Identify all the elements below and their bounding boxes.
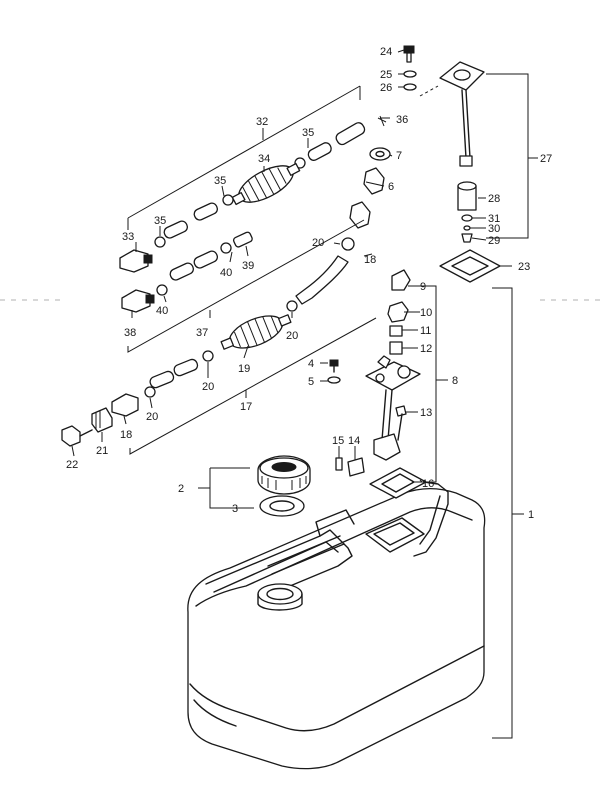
callout-33: 33 — [122, 231, 134, 243]
callout-2: 2 — [178, 483, 184, 495]
callout-31: 31 — [488, 213, 500, 225]
callout-14: 14 — [348, 435, 360, 447]
callout-20: 20 — [312, 237, 324, 249]
callout-35: 35 — [214, 175, 226, 187]
callout-40: 40 — [156, 305, 168, 317]
callout-12: 12 — [420, 343, 432, 355]
callout-18: 18 — [120, 429, 132, 441]
callout-1: 1 — [528, 509, 534, 521]
callout-26: 26 — [380, 82, 392, 94]
upper-hose-assembly — [119, 122, 366, 313]
callout-21: 21 — [96, 445, 108, 457]
callout-35: 35 — [154, 215, 166, 227]
fuel-cap — [257, 455, 311, 495]
callout-17: 17 — [240, 401, 252, 413]
callout-8: 8 — [452, 375, 458, 387]
callout-3: 3 — [232, 503, 238, 515]
callout-15: 15 — [332, 435, 344, 447]
callout-36: 36 — [396, 114, 408, 126]
callout-19: 19 — [238, 363, 250, 375]
callout-20: 20 — [286, 330, 298, 342]
callout-38: 38 — [124, 327, 136, 339]
callout-labels: 24 25 26 36 27 32 35 34 7 6 35 28 33 35 … — [66, 46, 552, 521]
callout-20: 20 — [146, 411, 158, 423]
tank-connector — [349, 115, 391, 229]
callout-28: 28 — [488, 193, 500, 205]
callout-7: 7 — [396, 150, 402, 162]
callout-24: 24 — [380, 46, 392, 58]
callout-37: 37 — [196, 327, 208, 339]
callout-5: 5 — [308, 376, 314, 388]
callout-40: 40 — [220, 267, 232, 279]
callout-23: 23 — [518, 261, 530, 273]
callout-25: 25 — [380, 69, 392, 81]
callout-9: 9 — [420, 281, 426, 293]
fuel-tank — [187, 481, 486, 770]
callout-39: 39 — [242, 260, 254, 272]
callout-11: 11 — [420, 325, 431, 337]
callout-18: 18 — [364, 254, 376, 266]
callout-30: 30 — [488, 223, 500, 235]
fuel-gauge-assembly — [403, 45, 501, 283]
callout-34: 34 — [258, 153, 270, 165]
cap-gasket — [259, 495, 305, 517]
lower-hose-assembly — [61, 237, 355, 447]
callout-6: 6 — [388, 181, 394, 193]
callout-13: 13 — [420, 407, 432, 419]
callout-16: 16 — [422, 478, 434, 490]
fuel-pickup-assembly — [327, 269, 427, 499]
callout-29: 29 — [488, 235, 500, 247]
callout-20: 20 — [202, 381, 214, 393]
callout-4: 4 — [308, 358, 314, 370]
callout-22: 22 — [66, 459, 78, 471]
callout-32: 32 — [256, 116, 268, 128]
callout-10: 10 — [420, 307, 432, 319]
callout-35: 35 — [302, 127, 314, 139]
callout-27: 27 — [540, 153, 552, 165]
callout-lines — [71, 49, 538, 739]
